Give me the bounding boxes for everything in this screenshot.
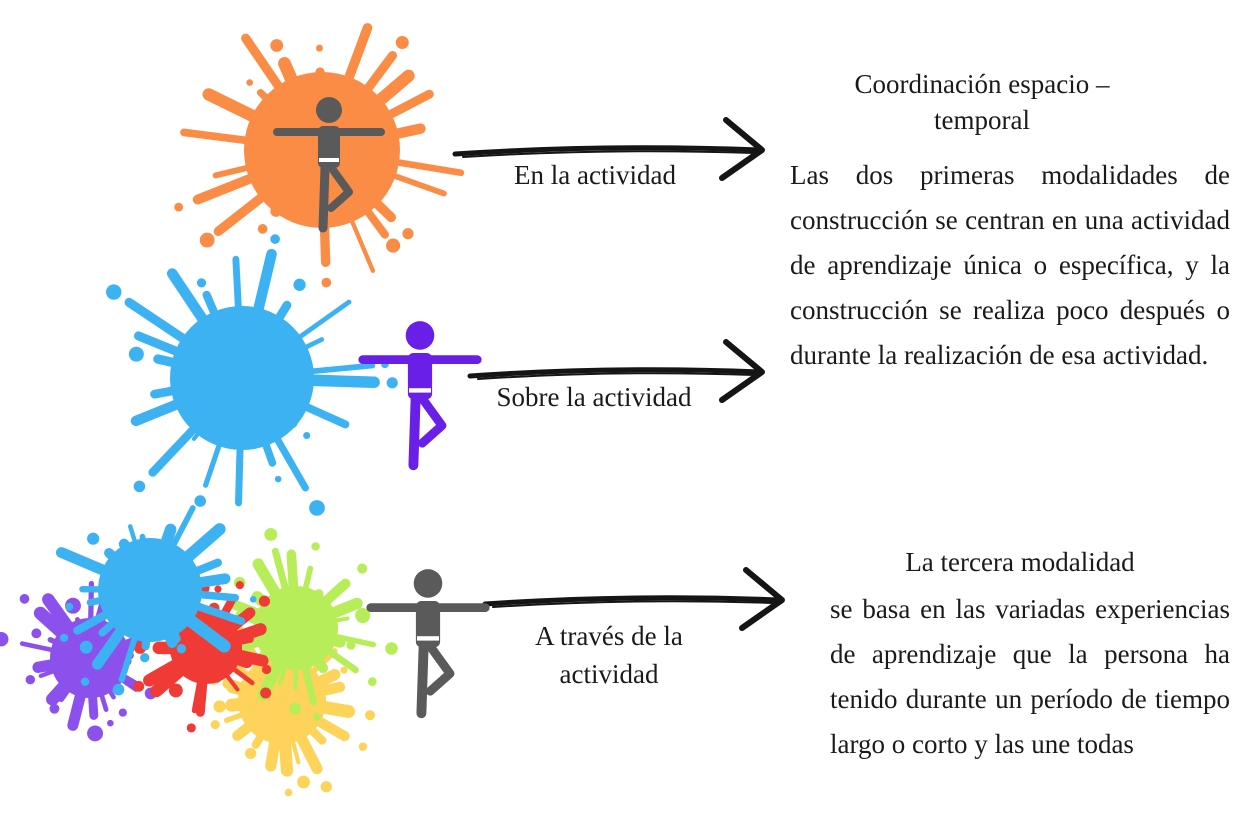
orange-paint-splash [174,23,465,288]
stage-label-sobre-la-actividad: Sobre la actividad [496,382,692,412]
arrows [452,117,785,631]
yoga-figures [273,97,490,719]
stage-label-en-la-actividad: En la actividad [514,160,676,190]
description-body-1: Las dos primeras modalidades de construc… [790,160,1230,370]
stage-label-line-1: A través de la [535,621,683,651]
paint-splashes [0,23,465,797]
description-body-2: se basa en las variadas experiencias de … [830,594,1230,759]
stage-label-line-2: actividad [559,659,659,689]
yoga-figure-2-icon [358,321,482,471]
stage-label-a-traves-de-la-actividad: A través de la actividad [478,617,740,693]
arrow-3 [482,567,785,631]
yoga-figure-1-icon [273,97,385,233]
description-title-2: La tercera modalidad [905,547,1135,577]
arrow-1 [452,117,765,181]
blue-paint-splash-small [55,505,257,696]
arrow-2 [467,339,765,403]
yoga-figure-3-icon [366,569,490,719]
description-title-1: Coordinación espacio – temporal [854,69,1110,135]
blue-paint-splash [105,234,398,516]
